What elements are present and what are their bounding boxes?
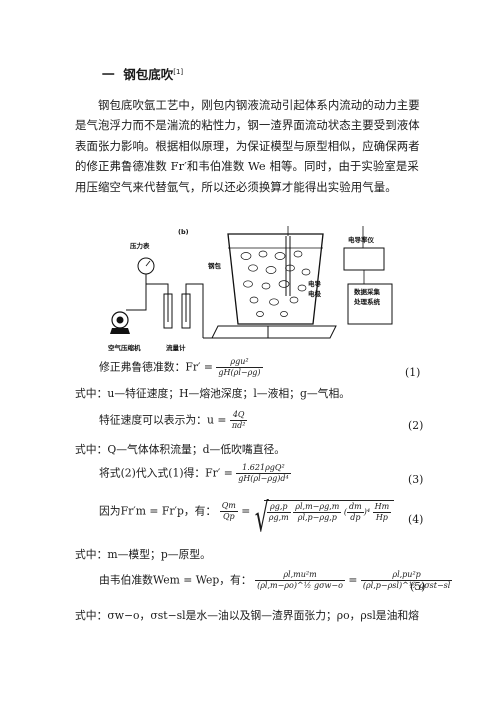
eq2-lead: 特征速度可以表示为：u =	[99, 413, 227, 427]
equation-2: 特征速度可以表示为：u = 4Q πd²	[99, 410, 248, 431]
compressor-label: 空气压缩机	[108, 343, 141, 352]
data-processor-box	[347, 283, 393, 325]
section-heading: 一 钢包底吹[1]	[102, 64, 183, 83]
eq1-numerator: ρgu²	[216, 357, 263, 368]
eq4-description: 式中：m—模型；p—原型。	[75, 548, 211, 561]
citation-ref: [1]	[173, 67, 184, 76]
eq1-number: (1)	[405, 366, 421, 379]
equation-1: 修正弗鲁德准数：Fr′ = ρgu² gH(ρl−ρg)	[99, 357, 263, 378]
para-line-3: 表面张力影响。根据相似原理，为保证模型与原型相似，应确保两者	[75, 138, 420, 153]
eq5-description: 式中：σw−o，σst−sl是水—油以及钢—渣界面张力；ρo，ρsl是油和熔	[75, 609, 419, 622]
para-line-5: 用压缩空气来代替氩气，所以还必须换算才能得出实验用气量。	[75, 179, 397, 194]
eq5-lead: 由韦伯准数Wem = Wep，有：	[99, 573, 252, 587]
equation-4: 因为Fr′m = Fr′p，有： Qm Qp = ρg,pρg,m ρl,m−ρ…	[99, 500, 395, 523]
section-number: 一	[102, 67, 115, 82]
eq5-number: (5)	[410, 580, 426, 593]
flowmeter-1	[163, 293, 173, 329]
eq4-lhs-fraction: Qm Qp	[219, 501, 238, 522]
eq3-denominator: gH(ρl−ρg)d⁴	[238, 474, 289, 483]
ladle-base	[211, 325, 337, 339]
eq3-number: (3)	[408, 473, 424, 486]
eq1-description: 式中：u—特征速度；H—熔池深度；l—液相；g—气相。	[75, 387, 351, 400]
ladle-outline	[227, 233, 324, 325]
data-processor-label-2: 处理系统	[353, 297, 381, 306]
eq5-rhs-fraction: ρl,pu²p (ρl,p−ρsl)^½ gσst−sl	[360, 570, 453, 590]
equation-3: 将式(2)代入式(1)得：Fr′ = 1.621ρgQ² gH(ρl−ρg)d⁴	[99, 463, 291, 484]
eq2-fraction: 4Q πd²	[229, 410, 248, 431]
panel-label: (b)	[178, 228, 189, 236]
eq1-lead: 修正弗鲁德准数：Fr′ =	[99, 360, 213, 374]
para-line-4: 的修正弗鲁德准数 Fr′和韦伯准数 We 相等。同时，由于实验室是采	[75, 159, 419, 174]
gas-pipe	[126, 274, 147, 311]
equation-5: 由韦伯准数Wem = Wep，有： ρl,mu²m (ρl,m−ρo)^½ gσ…	[99, 570, 453, 590]
flowmeter-2	[181, 293, 191, 329]
eq4-lhs-denominator: Qp	[222, 512, 235, 521]
section-title: 钢包底吹	[123, 67, 174, 82]
eq3-fraction: 1.621ρgQ² gH(ρl−ρg)d⁴	[236, 463, 291, 484]
eq1-denominator: gH(ρl−ρg)	[218, 368, 261, 377]
eq4-lhs-numerator: Qm	[219, 501, 238, 512]
intro-paragraph: 钢包底吹氩工艺中，刚包内钢液流动引起体系内流动的动力主要 是气泡浮力而不是湍流的…	[75, 95, 420, 197]
eq5-lhs-fraction: ρl,mu²m (ρl,m−ρo)^½ gσw−o	[255, 570, 345, 590]
apparatus-diagram: (b)	[108, 223, 393, 352]
para-line-1: 钢包底吹氩工艺中，刚包内钢液流动引起体系内流动的动力主要	[98, 98, 420, 112]
data-processor-label-1: 数据采集	[354, 287, 381, 296]
eq2-description: 式中：Q—气体体积流量；d—低吹嘴直径。	[75, 443, 286, 456]
flowmeter-label: 流量计	[166, 343, 186, 352]
electrode-label-2: 电极	[308, 289, 322, 298]
eq2-numerator: 4Q	[229, 410, 248, 421]
pressure-gauge-label: 压力表	[130, 241, 150, 250]
eq3-lead: 将式(2)代入式(1)得：Fr′ =	[99, 466, 233, 480]
eq2-number: (2)	[408, 419, 424, 432]
conductivity-meter-box	[343, 247, 385, 271]
eq1-fraction: ρgu² gH(ρl−ρg)	[216, 357, 263, 378]
para-line-2: 是气泡浮力而不是湍流的粘性力，钢一渣界面流动状态主要受到液体	[75, 118, 420, 133]
apparatus-figure: (b)	[108, 223, 403, 356]
gas-bubbles	[240, 250, 311, 317]
eq4-lead: 因为Fr′m = Fr′p，有：	[99, 504, 217, 518]
conductivity-meter-label: 电导率仪	[348, 235, 375, 244]
ladle-label: 钢包	[208, 261, 222, 270]
eq3-numerator: 1.621ρgQ²	[236, 463, 291, 474]
eq4-number: (4)	[408, 513, 424, 526]
eq2-denominator: πd²	[231, 421, 246, 430]
electrode-label-1: 电导	[308, 279, 322, 288]
